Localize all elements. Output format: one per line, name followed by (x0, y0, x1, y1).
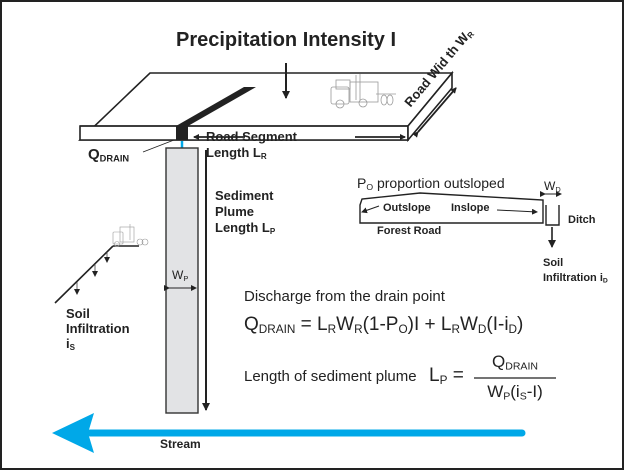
plume-equation-numerator: QDRAIN (491, 352, 538, 373)
forest-road-cross-section (359, 192, 544, 224)
ditch-width-text: W (544, 179, 556, 193)
truck-icon (330, 74, 396, 109)
ditch-soil-sub: D (602, 277, 608, 285)
q-drain-text: Q (88, 146, 100, 163)
po-sub: O (366, 182, 374, 193)
hillslope-label-line1: Soil (66, 306, 90, 321)
ditch-label: Ditch (568, 214, 596, 226)
plume-label-line2: Plume (215, 204, 255, 219)
ditch-soil-line2: Infiltration i (543, 272, 603, 284)
ditch-width-sub: D (555, 184, 561, 194)
stream-label: Stream (160, 437, 201, 451)
hillslope-infiltration-label: Soil Infiltration iS (66, 306, 130, 352)
forest-road-label: Forest Road (377, 225, 442, 237)
hillslope-label-line2: Infiltration (66, 321, 130, 336)
title: Precipitation Intensity I (176, 29, 397, 51)
discharge-equation: QDRAIN = LRWR(1-PO)I + LRWD(I-iD) (244, 314, 524, 336)
po-rest: proportion outsloped (373, 175, 505, 191)
plume-label-line1: Sediment (215, 188, 274, 203)
plume-equation-lhs: LP = (429, 365, 464, 387)
hillslope-label-sub: S (69, 343, 75, 352)
road-segment-length-label: Length LR (206, 145, 267, 161)
plume-label-sub: P (269, 227, 276, 236)
sediment-plume (165, 147, 199, 414)
drain-stripe (176, 87, 256, 140)
outslope-label: Outslope (383, 202, 431, 214)
inslope-arrow (496, 208, 538, 215)
road-width-arrow (412, 87, 457, 138)
hillslope (54, 245, 139, 304)
plume-length-label: Sediment Plume Length LP (215, 188, 275, 236)
plume-caption: Length of sediment plume (244, 368, 417, 385)
po-proportion-label: PO proportion outsloped (357, 175, 505, 193)
discharge-caption: Discharge from the drain point (244, 288, 445, 305)
road-segment-label-line1: Road Segment (206, 129, 298, 144)
outslope-arrow (361, 205, 380, 214)
road-segment-sub: R (260, 152, 267, 161)
ditch-width-label: WD (544, 179, 561, 194)
inslope-label: Inslope (451, 202, 490, 214)
road-segment-length-text: Length L (206, 145, 261, 160)
q-drain-label: QDRAIN (88, 146, 130, 164)
stream-arrow (52, 413, 526, 453)
po-text: P (357, 175, 367, 191)
plume-label-line3: Length L (215, 220, 270, 235)
plume-equation-denominator: WP(iS-I) (487, 382, 543, 403)
plume-width-sub: P (183, 273, 189, 283)
plume-width-text: W (172, 268, 184, 282)
hillslope-label-line3: i (66, 336, 70, 351)
plume-width-label: WP (172, 268, 189, 283)
ditch-infiltration-label: Soil Infiltration iD (543, 256, 608, 286)
drain-leader-line (142, 139, 175, 153)
ditch-soil-line1: Soil (543, 257, 564, 269)
road-segment-label: Road Segment (206, 130, 297, 143)
q-drain-sub: DRAIN (99, 153, 130, 164)
small-truck-icon (112, 224, 149, 247)
ditch (545, 205, 560, 226)
